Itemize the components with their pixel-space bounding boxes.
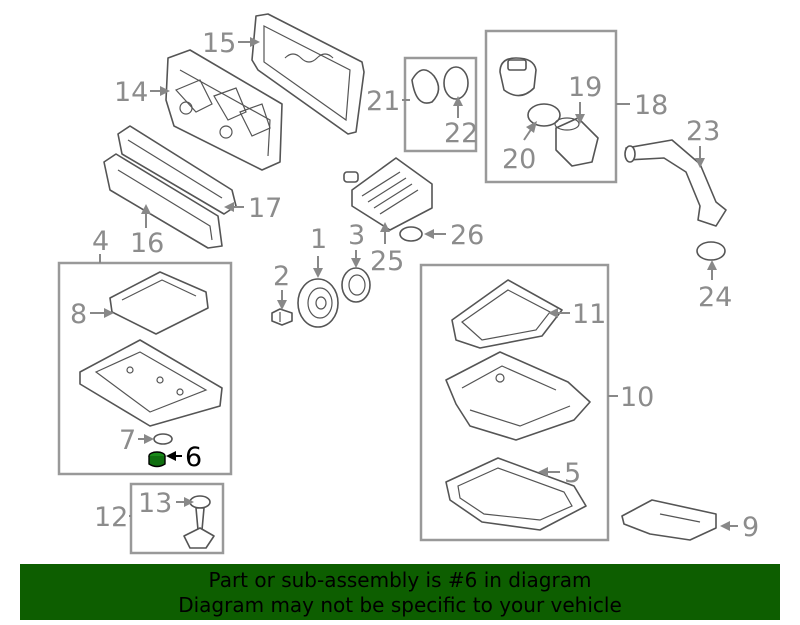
- callout-2: 2: [273, 261, 290, 292]
- part-14-valve-cover: [165, 49, 283, 171]
- part-20-o-ring: [527, 103, 561, 127]
- callout-21: 21: [366, 86, 400, 117]
- group-box-21: [403, 56, 478, 153]
- group-box-18: [484, 29, 618, 184]
- callout-3: 3: [348, 220, 365, 251]
- part-24-gasket: [696, 241, 726, 261]
- callout-10: 10: [620, 382, 654, 413]
- group-box-10: [419, 263, 610, 542]
- callout-17: 17: [248, 193, 282, 224]
- callout-18: 18: [634, 90, 668, 121]
- part-11-gasket: [451, 279, 563, 349]
- callout-25: 25: [370, 246, 404, 277]
- callout-1: 1: [310, 224, 327, 255]
- part-25-oil-cooler: [343, 157, 433, 231]
- callout-16: 16: [130, 228, 164, 259]
- part-16-shield: [103, 153, 223, 249]
- part-7-o-ring: [153, 433, 173, 445]
- part-8-baffle: [109, 271, 209, 335]
- callout-7: 7: [119, 425, 136, 456]
- part-15-gasket: [251, 13, 365, 135]
- part-21-seal: [411, 69, 440, 104]
- part-4-oil-pan: [79, 339, 223, 427]
- part-23-filler-pipe: [624, 139, 727, 227]
- callout-4: 4: [92, 226, 109, 257]
- callout-15: 15: [202, 28, 236, 59]
- group-box-4: [57, 261, 233, 476]
- part-22-o-ring: [443, 66, 469, 100]
- callout-labels: 15 14 17 16 21 22 18 19 20 23 24 25 26 1…: [70, 28, 759, 543]
- callout-14: 14: [114, 77, 148, 108]
- callout-11: 11: [572, 299, 606, 330]
- part-10-oil-pan-upper: [445, 351, 591, 441]
- callout-6: 6: [185, 442, 202, 473]
- part-3-seal: [341, 267, 371, 303]
- callout-24: 24: [698, 282, 732, 313]
- leader-lines: [90, 37, 738, 531]
- part-13-dipstick: [183, 495, 215, 549]
- callout-23: 23: [686, 116, 720, 147]
- part-6-drain-plug: [148, 451, 166, 468]
- part-18-oil-filter-cap: [499, 57, 537, 97]
- info-banner: Part or sub-assembly is #6 in diagram Di…: [20, 564, 780, 620]
- banner-line-1: Part or sub-assembly is #6 in diagram: [208, 568, 592, 592]
- part-19-oil-filter: [554, 117, 599, 167]
- callout-5: 5: [564, 458, 581, 489]
- callout-26: 26: [450, 220, 484, 251]
- part-2-bolt: [271, 308, 293, 326]
- callout-13: 13: [138, 488, 172, 519]
- callout-8: 8: [70, 299, 87, 330]
- callout-22: 22: [444, 118, 478, 149]
- banner-line-2: Diagram may not be specific to your vehi…: [178, 593, 622, 617]
- callout-19: 19: [568, 72, 602, 103]
- part-1-pulley: [297, 278, 339, 328]
- part-9-skid-plate: [621, 499, 717, 541]
- callout-9: 9: [742, 512, 759, 543]
- part-5-gasket: [445, 457, 587, 531]
- callout-12: 12: [94, 502, 128, 533]
- part-26-gasket: [399, 226, 423, 242]
- group-box-12: [129, 482, 225, 555]
- callout-20: 20: [502, 144, 536, 175]
